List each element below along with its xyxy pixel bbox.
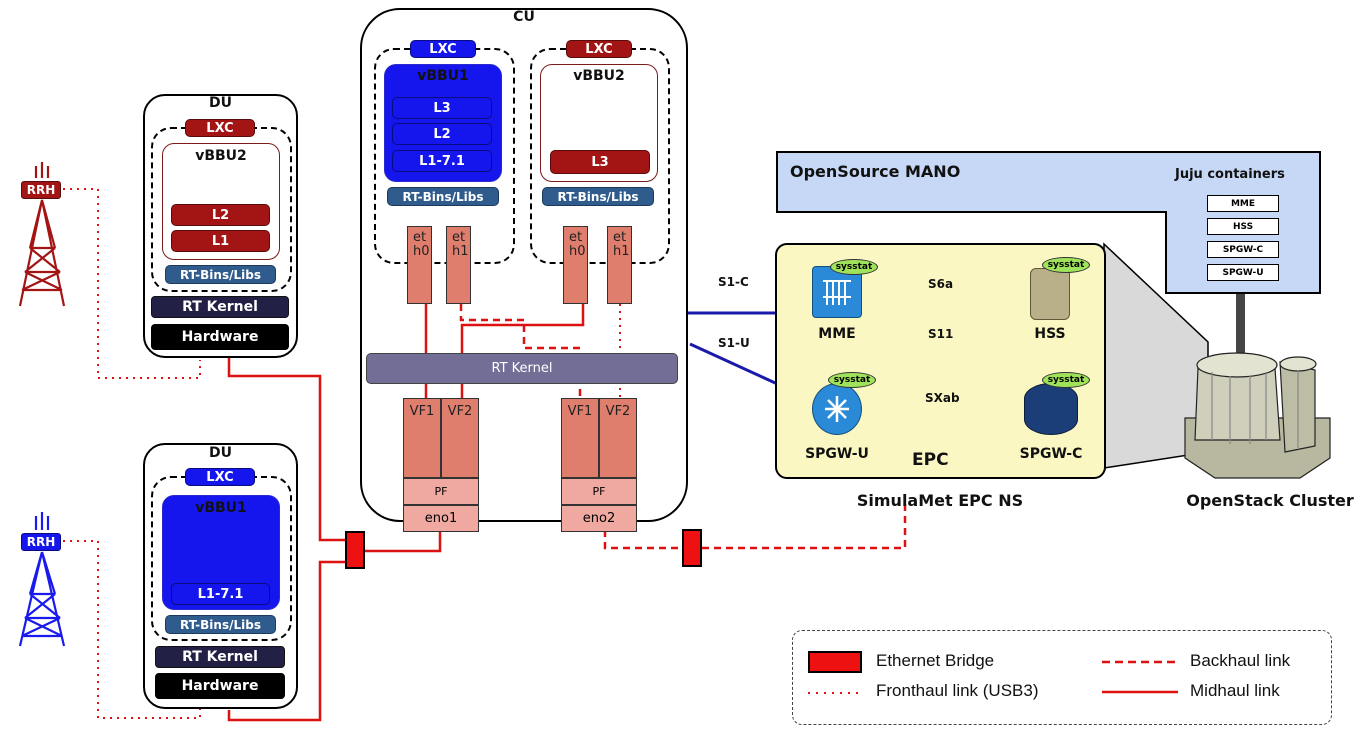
backhaul-bridge-epc (702, 500, 907, 550)
du-top-title: DU (209, 95, 232, 111)
nic2-pf: PF (561, 478, 637, 505)
nic1-eno1: eno1 (403, 505, 479, 532)
nic1-pf: PF (403, 478, 479, 505)
legend-fronthaul-swatch (808, 692, 864, 694)
nic1-vf2: VF2 (441, 398, 479, 478)
cu-bbu2-eth1: eth1 (607, 226, 632, 304)
hss-label: HSS (1034, 326, 1066, 342)
du-bottom-layer-l1-7-1: L1-7.1 (171, 583, 270, 605)
cu-bbu1-layer-l3: L3 (392, 97, 492, 119)
sxab-label: SXab (925, 391, 960, 405)
cu-bbu1-bins: RT-Bins/Libs (387, 187, 499, 206)
du-top-vbbu-name: vBBU2 (195, 148, 247, 164)
legend-midhaul-swatch (1102, 690, 1178, 694)
legend-backhaul-text: Backhaul link (1190, 651, 1291, 670)
nic2-vf2: VF2 (599, 398, 637, 478)
legend-box (792, 630, 1332, 725)
juju-container-spgwc: SPGW-C (1207, 241, 1279, 258)
spgwu-label: SPGW-U (805, 446, 869, 462)
cu-bbu2-bins: RT-Bins/Libs (542, 187, 654, 206)
du-top-layer-l2: L2 (171, 204, 270, 226)
openstack-cluster-icon (1184, 352, 1331, 479)
nic2-eno2: eno2 (561, 505, 637, 532)
tower-top-icon (18, 162, 66, 307)
nic1-vf1: VF1 (403, 398, 441, 478)
mano-title: OpenSource MANO (790, 162, 961, 181)
spgwu-sysstat-badge: sysstat (828, 372, 876, 388)
backhaul-eno2-bridge (603, 530, 682, 550)
spgwc-label: SPGW-C (1019, 446, 1083, 462)
mano-divider (776, 211, 1167, 213)
cu-bbu1-layer-l1-7-1: L1-7.1 (392, 150, 492, 172)
s6a-label: S6a (928, 277, 954, 291)
hss-icon (1030, 268, 1070, 320)
fronthaul-link-bottom (63, 540, 201, 719)
nic2-vf1: VF1 (561, 398, 599, 478)
cu-node (360, 8, 688, 522)
du-bottom-kernel: RT Kernel (155, 646, 285, 668)
hss-sysstat-badge: sysstat (1042, 257, 1090, 273)
spgwc-sysstat-badge: sysstat (1042, 372, 1090, 388)
du-bottom-title: DU (209, 445, 232, 461)
cu-title: CU (513, 9, 535, 25)
s1c-label: S1-C (718, 275, 749, 289)
juju-container-hss: HSS (1207, 218, 1279, 235)
legend-fronthaul-text: Fronthaul link (USB3) (876, 681, 1039, 700)
du-bottom-lxc-badge: LXC (185, 468, 255, 486)
legend-bridge-swatch (808, 651, 862, 673)
fronthaul-link-top (63, 188, 201, 379)
du-top-kernel: RT Kernel (151, 296, 289, 318)
legend-midhaul-text: Midhaul link (1190, 681, 1280, 700)
legend-backhaul-swatch (1102, 660, 1178, 664)
du-bottom-bins: RT-Bins/Libs (165, 615, 276, 634)
ethernet-bridge-midhaul (345, 531, 365, 569)
openstack-caption: OpenStack Cluster (1186, 491, 1354, 510)
ethernet-bridge-backhaul (682, 529, 702, 567)
rrh-top-label: RRH (21, 181, 61, 199)
juju-container-spgwu: SPGW-U (1207, 264, 1279, 281)
juju-container-mme: MME (1207, 195, 1279, 212)
spgwu-icon (812, 383, 862, 435)
bridge-eno1-link (365, 532, 442, 553)
du-top-lxc-badge: LXC (185, 119, 255, 137)
cu-bbu1-lxc-badge: LXC (410, 40, 476, 58)
cu-bbu2-lxc-badge: LXC (566, 40, 632, 58)
mme-label: MME (818, 326, 856, 342)
cu-bbu1-eth0: eth0 (407, 226, 432, 304)
cu-bbu2-eth0: eth0 (563, 226, 588, 304)
cu-bbu1-eth1: eth1 (446, 226, 471, 304)
s11-label: S11 (928, 327, 954, 341)
epc-label: EPC (912, 450, 949, 470)
cu-kernel: RT Kernel (366, 353, 678, 384)
du-top-hardware: Hardware (151, 324, 289, 350)
cu-bbu1-layer-l2: L2 (392, 123, 492, 145)
epc-caption: SimulaMet EPC NS (856, 491, 1024, 510)
cu-bbu2-layer-l3: L3 (550, 150, 650, 174)
du-top-layer-l1: L1 (171, 230, 270, 252)
midhaul-link-bottom (227, 560, 345, 722)
midhaul-link-top (227, 358, 345, 542)
juju-title: Juju containers (1175, 167, 1285, 182)
mme-sysstat-badge: sysstat (830, 259, 878, 275)
s1u-label: S1-U (718, 336, 750, 350)
du-bottom-hardware: Hardware (155, 673, 285, 699)
rrh-bottom-label: RRH (21, 533, 61, 551)
spgwc-icon (1024, 383, 1078, 435)
legend-bridge-text: Ethernet Bridge (876, 651, 995, 670)
cu-bbu2-vbbu-name: vBBU2 (573, 68, 625, 84)
mano-pillar (1236, 288, 1245, 354)
tower-bottom-icon (18, 512, 66, 647)
du-top-bins: RT-Bins/Libs (165, 265, 276, 284)
cu-bbu1-vbbu-name: vBBU1 (417, 68, 469, 84)
du-bottom-vbbu-name: vBBU1 (195, 500, 247, 516)
